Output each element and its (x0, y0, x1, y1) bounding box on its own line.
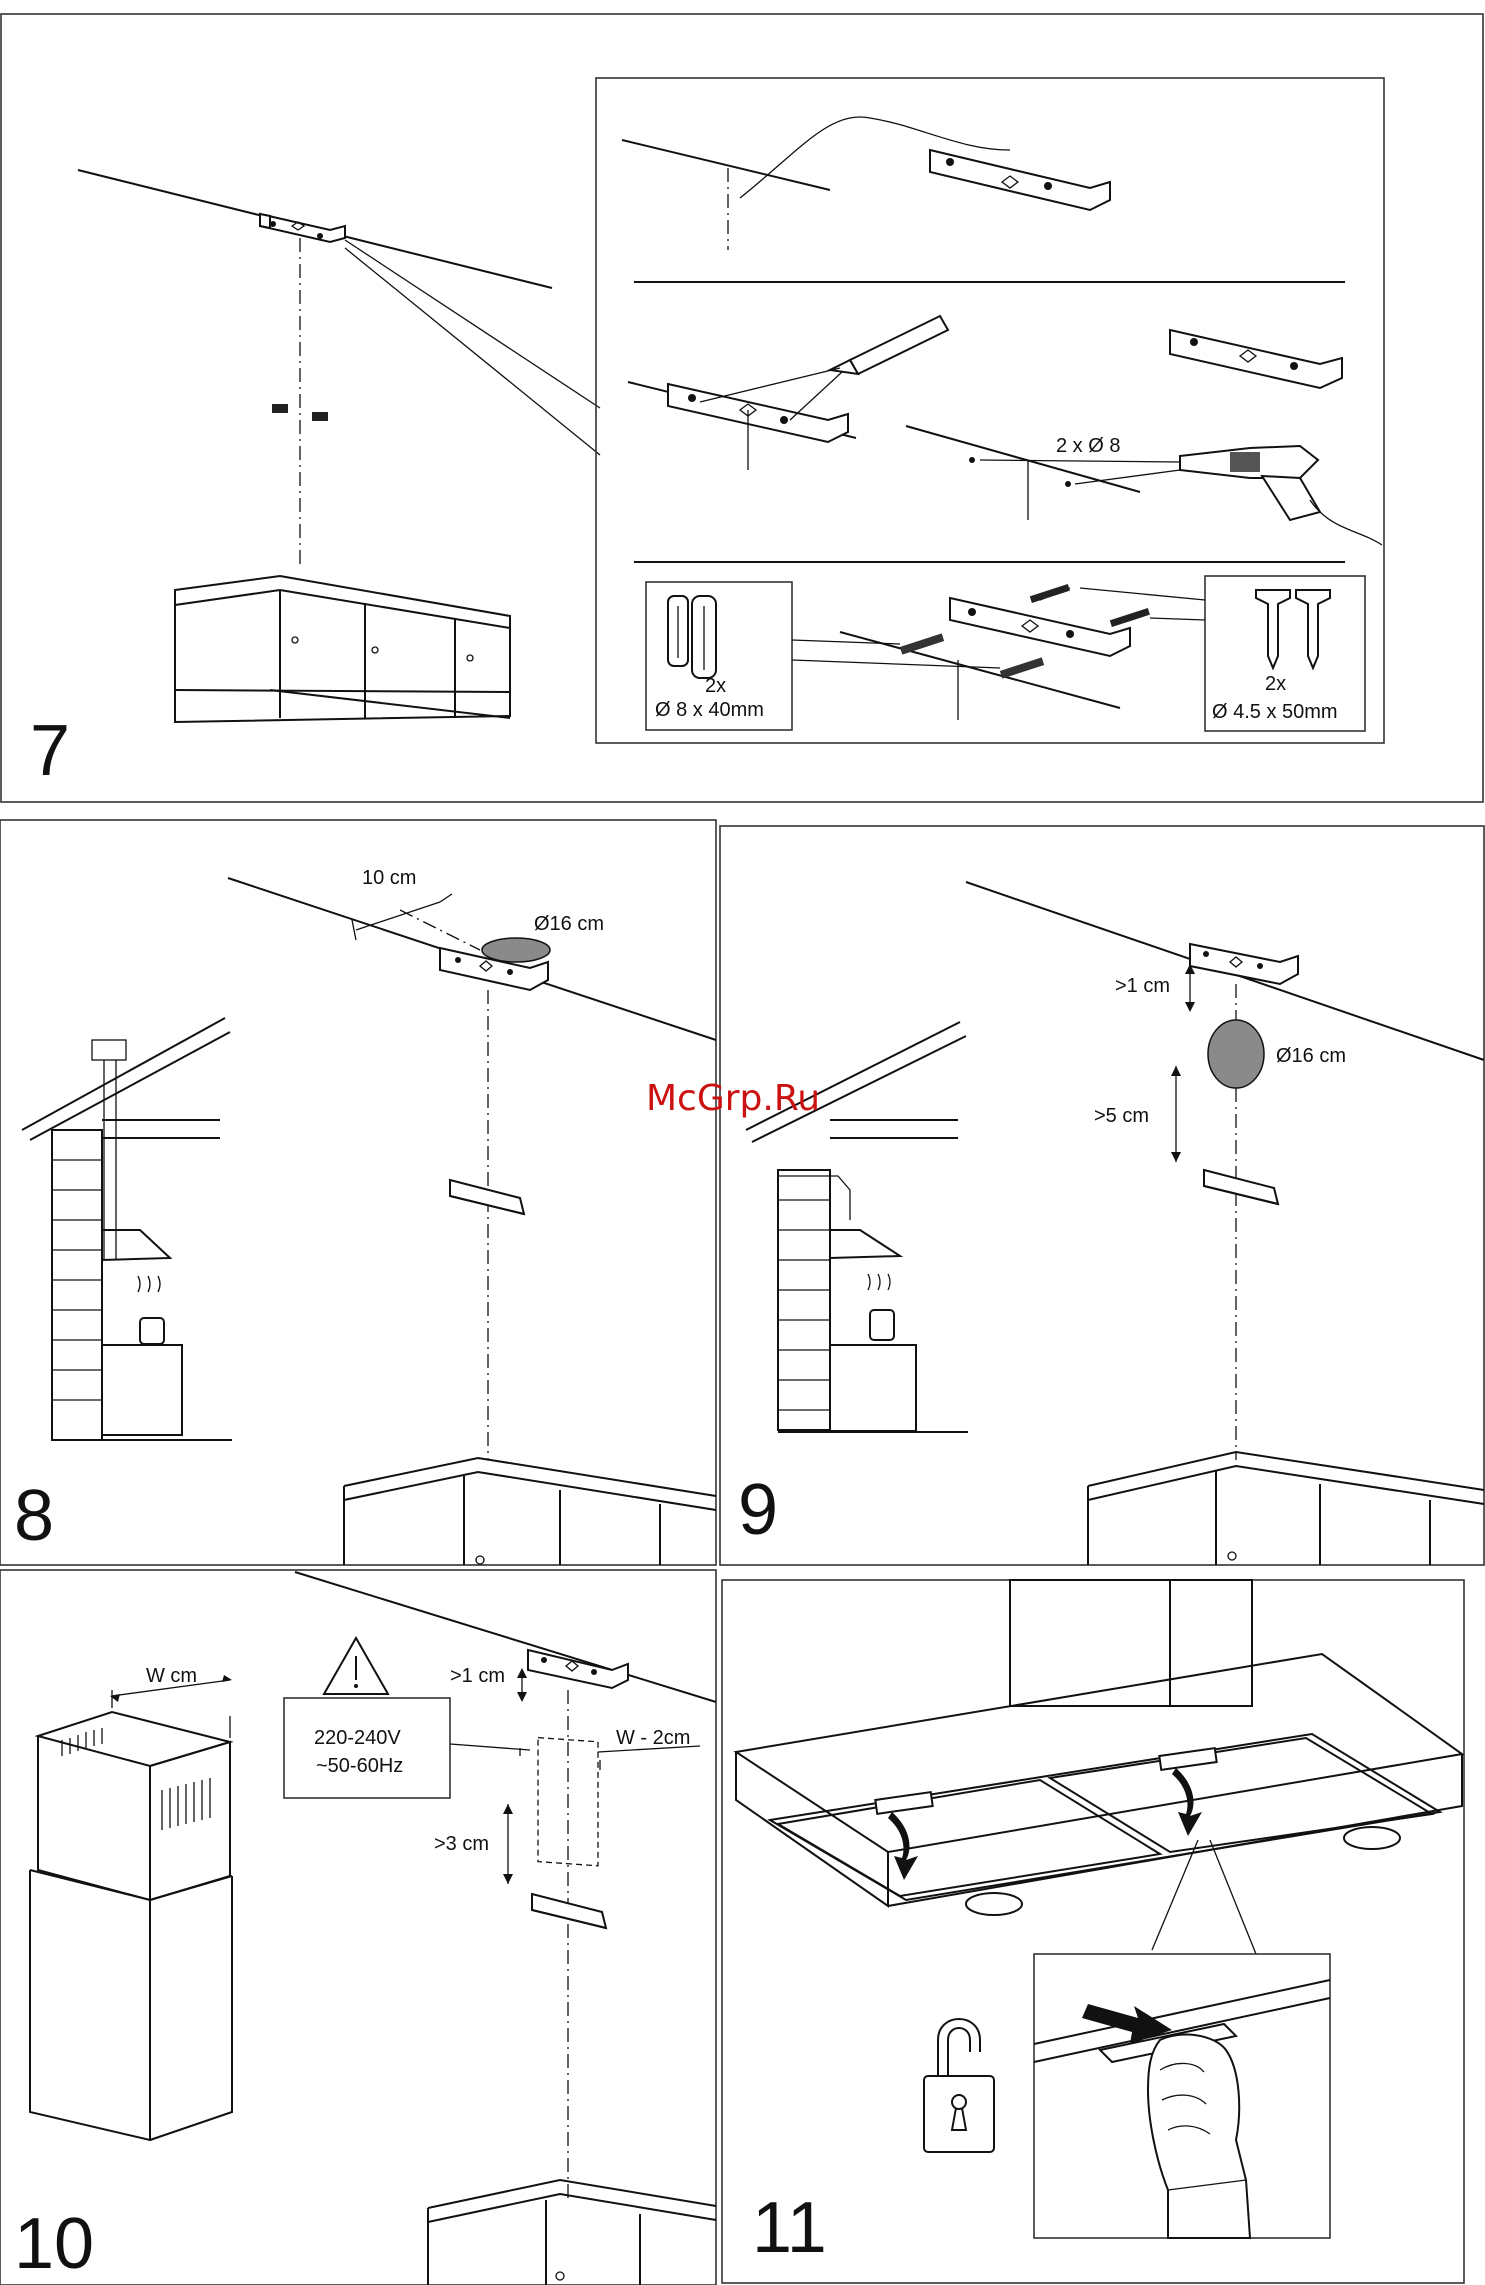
gt-5cm-label: >5 cm (1094, 1105, 1149, 1127)
step-7-panel: 7 (30, 78, 1384, 791)
duct-hole-wall (1208, 1020, 1264, 1088)
house-illustration (22, 1018, 232, 1440)
lower-bracket (450, 1180, 524, 1214)
watermark: McGrp.Ru (646, 1078, 820, 1119)
screw-icon (1256, 590, 1330, 668)
electrical-warning: 220-240V ~50-60Hz (284, 1638, 530, 1798)
warning-triangle-icon (324, 1638, 388, 1694)
wall-cabinet (175, 576, 510, 722)
dia-16cm-label-b: Ø16 cm (1276, 1045, 1346, 1067)
step-number-7: 7 (30, 711, 70, 791)
base-cabinets-10 (428, 2180, 716, 2285)
detail-mark-holes (628, 316, 1342, 470)
step-number-10: 10 (14, 2204, 94, 2284)
range-hood (736, 1654, 1462, 1954)
dim-10cm-label: 10 cm (362, 867, 416, 889)
drill-icon (1180, 446, 1382, 545)
step-8-panel: 10 cm Ø16 cm (14, 867, 716, 1565)
unlock-icon (924, 2019, 994, 2152)
frequency-label: ~50-60Hz (316, 1755, 403, 1777)
gt-3cm-label: >3 cm (434, 1833, 489, 1855)
voltage-label: 220-240V (314, 1727, 401, 1749)
detail-mark-position (622, 117, 1110, 250)
gt-1cm-label-b: >1 cm (450, 1665, 505, 1687)
step-11-panel: 11 (736, 1580, 1462, 2268)
wall-plug-icon (668, 596, 716, 678)
dia-16cm-label-a: Ø16 cm (534, 913, 604, 935)
chimney-cover (30, 1675, 232, 2140)
w-cm-label: W cm (146, 1665, 197, 1687)
base-cabinets-9 (1088, 1452, 1484, 1565)
step-number-9: 9 (738, 1470, 778, 1550)
step-9-panel: >1 cm Ø16 cm >5 cm (646, 882, 1484, 1565)
wall-bracket (260, 214, 345, 242)
detail-fixing: 2x Ø 8 x 40mm 2x Ø 4.5 x 50mm (646, 576, 1365, 731)
w-minus-2cm-label: W - 2cm (616, 1727, 690, 1749)
step-10-panel: W cm 220-240V ~50-60Hz >1 cm W - 2cm (14, 1572, 716, 2285)
drill-holes-label: 2 x Ø 8 (1056, 435, 1120, 457)
screws-size: Ø 4.5 x 50mm (1212, 701, 1338, 723)
screws-count: 2x (1265, 673, 1286, 695)
plugs-count: 2x (705, 675, 726, 697)
step-number-8: 8 (14, 1476, 54, 1556)
pencil-icon (830, 316, 948, 374)
base-cabinets (344, 1458, 716, 1565)
filter-release-detail (1034, 1954, 1330, 2238)
hand-icon (1148, 2035, 1250, 2238)
gt-1cm-label-a: >1 cm (1115, 975, 1170, 997)
duct-hole (482, 938, 550, 962)
detail-drill: 2 x Ø 8 (906, 426, 1382, 545)
plugs-size: Ø 8 x 40mm (655, 699, 764, 721)
step-number-11: 11 (752, 2188, 827, 2268)
